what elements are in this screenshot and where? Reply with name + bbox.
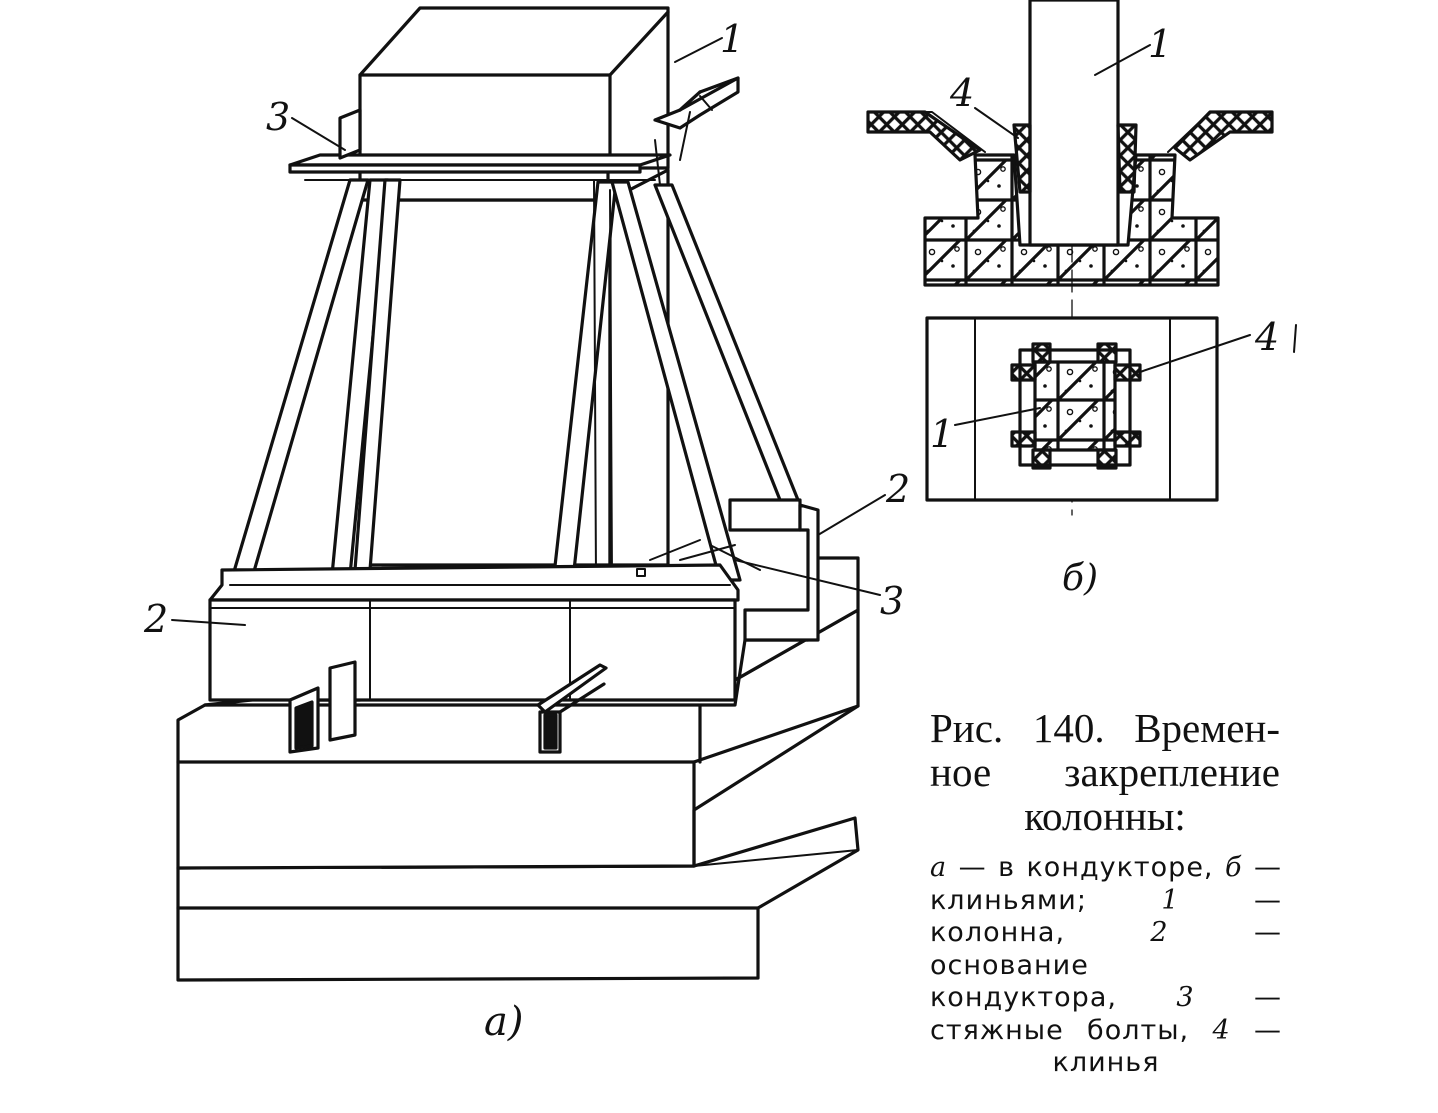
foundation-lower-step xyxy=(176,816,860,982)
label-b-column-plan: 1 xyxy=(930,412,955,456)
legend-marker: 2 xyxy=(1150,917,1169,948)
section-column xyxy=(1028,0,1120,247)
plan-column xyxy=(1033,360,1117,452)
leader-b-column-plan xyxy=(954,407,1041,426)
figure-caption-title: Рис. 140. Времен- ное закрепление колонн… xyxy=(930,705,1280,839)
legend-text: — клинья xyxy=(1052,1014,1282,1079)
bottom-clamp-profiles xyxy=(288,660,608,754)
legend-text: — колонна, xyxy=(930,884,1282,949)
view-b-wedge-plan xyxy=(925,316,1297,502)
label-b-wedge-section: 4 xyxy=(950,71,975,115)
legend-text: — клиньями; xyxy=(930,852,1282,916)
label-a-column: 1 xyxy=(720,17,745,61)
label-a-base-left: 2 xyxy=(144,597,169,641)
leader-a-base-right xyxy=(817,494,886,536)
label-a-view: а) xyxy=(484,999,524,1045)
figure-caption-legend: а — в кондукторе, б — клиньями; 1 — коло… xyxy=(930,852,1282,1080)
ground-right xyxy=(1173,110,1274,162)
leader-a-base-left xyxy=(171,619,246,626)
leader-b-column xyxy=(1094,44,1151,76)
leader-a-bolt-top xyxy=(291,117,346,151)
conductor-base-left xyxy=(208,563,740,702)
legend-marker: б xyxy=(1225,852,1243,883)
legend-marker: а xyxy=(930,852,948,883)
label-b-view: б) xyxy=(1062,558,1099,599)
view-a-conductor xyxy=(171,6,886,982)
label-a-bolt-top: 3 xyxy=(266,95,291,139)
legend-marker: 1 xyxy=(1161,884,1180,916)
label-b-wedge-plan: 4 xyxy=(1255,315,1280,359)
label-b-column: 1 xyxy=(1148,22,1173,66)
legend-text: — в кондукторе, xyxy=(947,852,1226,883)
leader-b-wedge-plan xyxy=(1139,334,1251,373)
leader-b-wedge-section xyxy=(974,107,1019,139)
view-b-wedge-section xyxy=(866,0,1274,516)
section-wedge-right xyxy=(1116,123,1138,194)
top-clamp-frame xyxy=(288,76,740,186)
legend-text: — основание кондуктора, xyxy=(930,917,1282,1013)
conductor-base-right xyxy=(636,498,820,642)
leader-a-column xyxy=(674,37,723,63)
legend-text: — стяжные болты, xyxy=(930,982,1282,1046)
legend-marker: 3 xyxy=(1176,982,1195,1013)
legend-marker: 4 xyxy=(1212,1014,1231,1046)
leader-a-bolt-bottom xyxy=(734,559,881,596)
section-wedge-left xyxy=(1012,123,1032,194)
label-a-base-right: 2 xyxy=(886,467,911,511)
column-element xyxy=(358,6,670,567)
label-a-bolt-bottom: 3 xyxy=(880,579,905,623)
